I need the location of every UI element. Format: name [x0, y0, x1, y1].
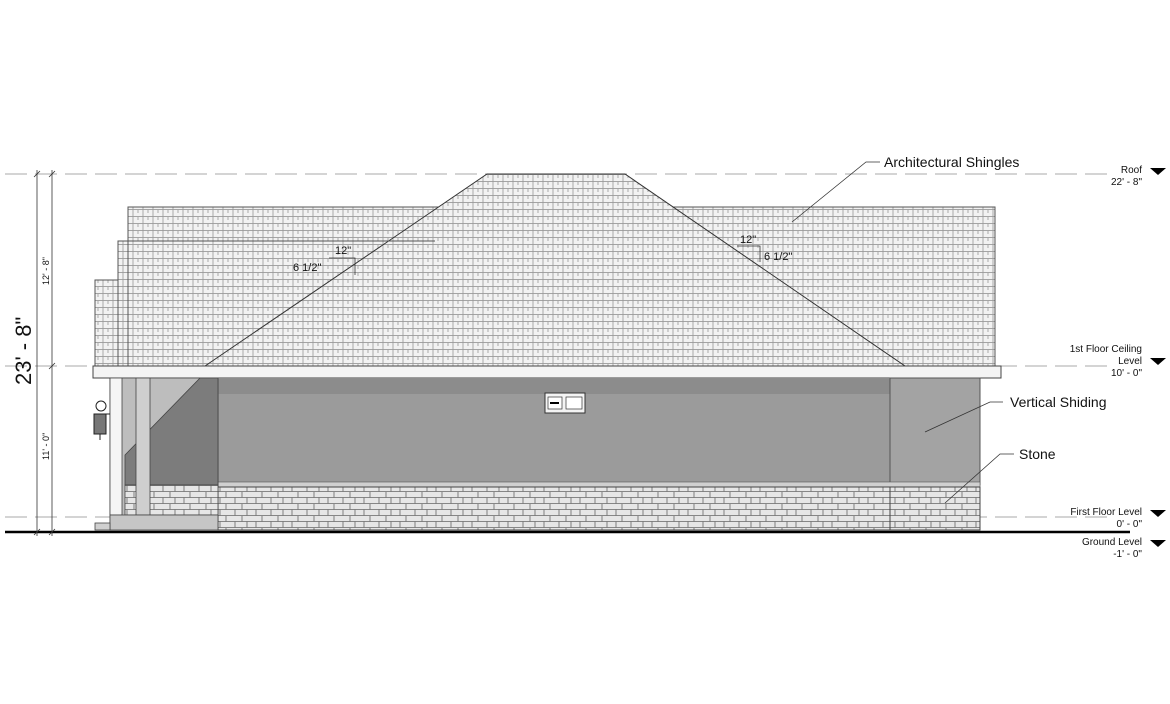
label-vertical-siding: Vertical Shiding: [1010, 394, 1107, 410]
svg-text:10' - 0": 10' - 0": [1111, 368, 1142, 379]
svg-text:0' - 0": 0' - 0": [1117, 519, 1143, 530]
roof: [94, 173, 996, 367]
svg-text:12": 12": [335, 245, 351, 257]
overall-height-dimension: 23' - 8": [11, 317, 36, 385]
dimension-lines: [33, 170, 56, 536]
svg-text:Ground Level: Ground Level: [1082, 537, 1142, 548]
stone-base: [217, 486, 981, 531]
level-marker-first-floor: First Floor Level 0' - 0": [1070, 507, 1166, 530]
porch: [94, 377, 219, 531]
svg-text:Level: Level: [1118, 356, 1142, 367]
fascia: [92, 365, 1002, 379]
svg-text:First Floor Level: First Floor Level: [1070, 507, 1142, 518]
level-triangle-icon: [1150, 510, 1166, 517]
svg-text:6 1/2": 6 1/2": [293, 262, 321, 274]
svg-text:1st Floor Ceiling: 1st Floor Ceiling: [1070, 344, 1142, 355]
label-architectural-shingles: Architectural Shingles: [884, 154, 1019, 170]
svg-text:Roof: Roof: [1121, 165, 1142, 176]
level-marker-roof: Roof 22' - 8": [1111, 165, 1166, 188]
window-vent: [544, 392, 586, 414]
level-marker-ceiling: 1st Floor Ceiling Level 10' - 0": [1070, 344, 1166, 379]
upper-height-dimension: 12' - 8": [41, 257, 51, 285]
slope-indicator-left: 12" 6 1/2": [293, 245, 356, 275]
wall-lantern-icon: [93, 400, 110, 440]
leader-lines: [791, 161, 1014, 504]
lower-height-dimension: 11' - 0": [41, 433, 51, 460]
slope-indicator-right: 12" 6 1/2": [737, 234, 792, 263]
level-triangle-icon: [1150, 358, 1166, 365]
level-triangle-icon: [1150, 168, 1166, 175]
svg-text:6 1/2": 6 1/2": [764, 251, 792, 263]
label-stone: Stone: [1019, 446, 1056, 462]
level-triangle-icon: [1150, 540, 1166, 547]
svg-text:22' - 8": 22' - 8": [1111, 177, 1142, 188]
svg-text:-1' - 0": -1' - 0": [1113, 549, 1142, 560]
svg-text:12": 12": [740, 234, 756, 246]
level-marker-ground: Ground Level -1' - 0": [1082, 537, 1166, 560]
wall: [217, 377, 981, 488]
